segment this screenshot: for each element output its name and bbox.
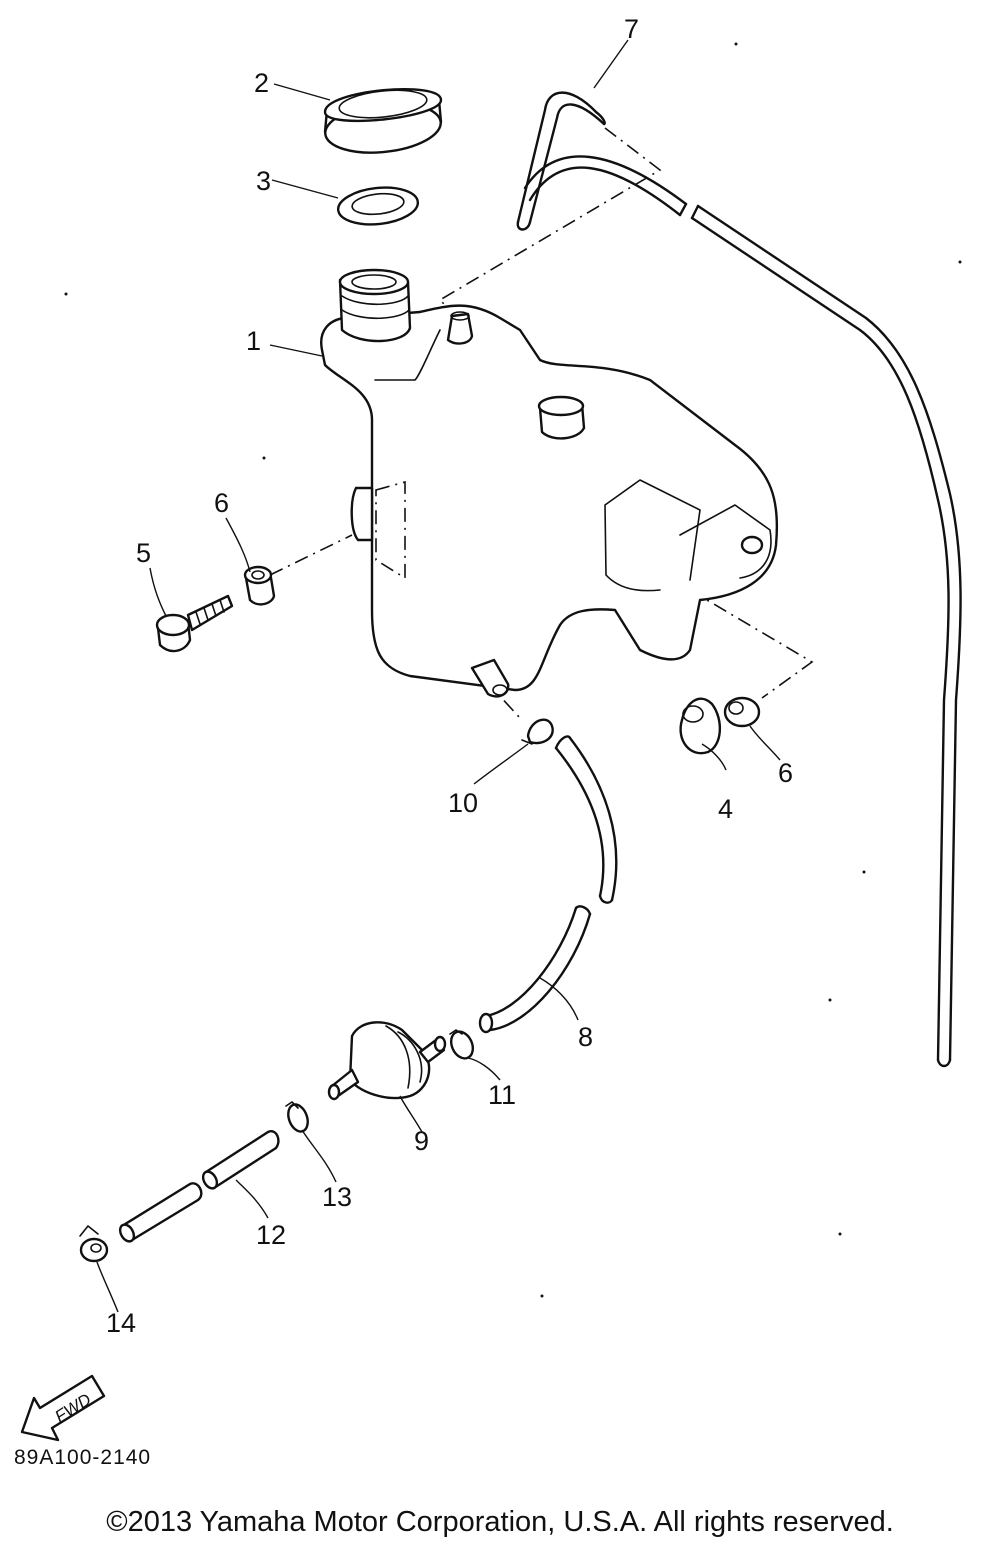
part-6-collar-right: [723, 696, 761, 728]
part-11-clamp: [449, 1029, 475, 1060]
part-13-clamp: [285, 1101, 309, 1133]
callout-4: 4: [718, 794, 733, 824]
scan-specks: [64, 42, 962, 1298]
callout-1: 1: [246, 326, 261, 356]
callout-9: 9: [414, 1126, 429, 1156]
fwd-arrow-icon: FWD: [20, 1374, 106, 1442]
part-4-grommet: [679, 697, 721, 755]
callout-2: 2: [254, 68, 269, 98]
part-5-bolt: [155, 594, 234, 653]
copyright-notice: ©2013 Yamaha Motor Corporation, U.S.A. A…: [106, 1506, 894, 1538]
callout-labels: 1 2 3 4 5 6 6 7 8 9 10 11 12 13 14: [106, 14, 793, 1338]
callout-10: 10: [448, 788, 478, 818]
part-8-hose-lower: [478, 905, 592, 1034]
callout-5: 5: [136, 538, 151, 568]
callout-8: 8: [578, 1022, 593, 1052]
callout-13: 13: [322, 1182, 352, 1212]
part-1-tank: [320, 268, 779, 698]
callout-14: 14: [106, 1308, 136, 1338]
part-9-filter: [327, 1021, 447, 1101]
callout-3: 3: [256, 166, 271, 196]
part-8-hose-upper: [554, 735, 618, 904]
part-2-cap: [323, 88, 443, 154]
part-6-collar-left: [243, 565, 276, 606]
part-12-hose: [118, 1130, 280, 1243]
drawing-code: 89A100-2140: [14, 1446, 152, 1469]
part-7-overflow-hose: [516, 91, 962, 1068]
part-3-seal: [336, 186, 420, 226]
callout-12: 12: [256, 1220, 286, 1250]
callout-6: 6: [214, 488, 229, 518]
callout-7: 7: [624, 14, 639, 44]
callout-6: 6: [778, 758, 793, 788]
part-10-clip: [521, 718, 554, 745]
callout-11: 11: [488, 1080, 516, 1110]
leader-lines: [96, 39, 781, 1313]
part-14-clip: [79, 1225, 109, 1263]
